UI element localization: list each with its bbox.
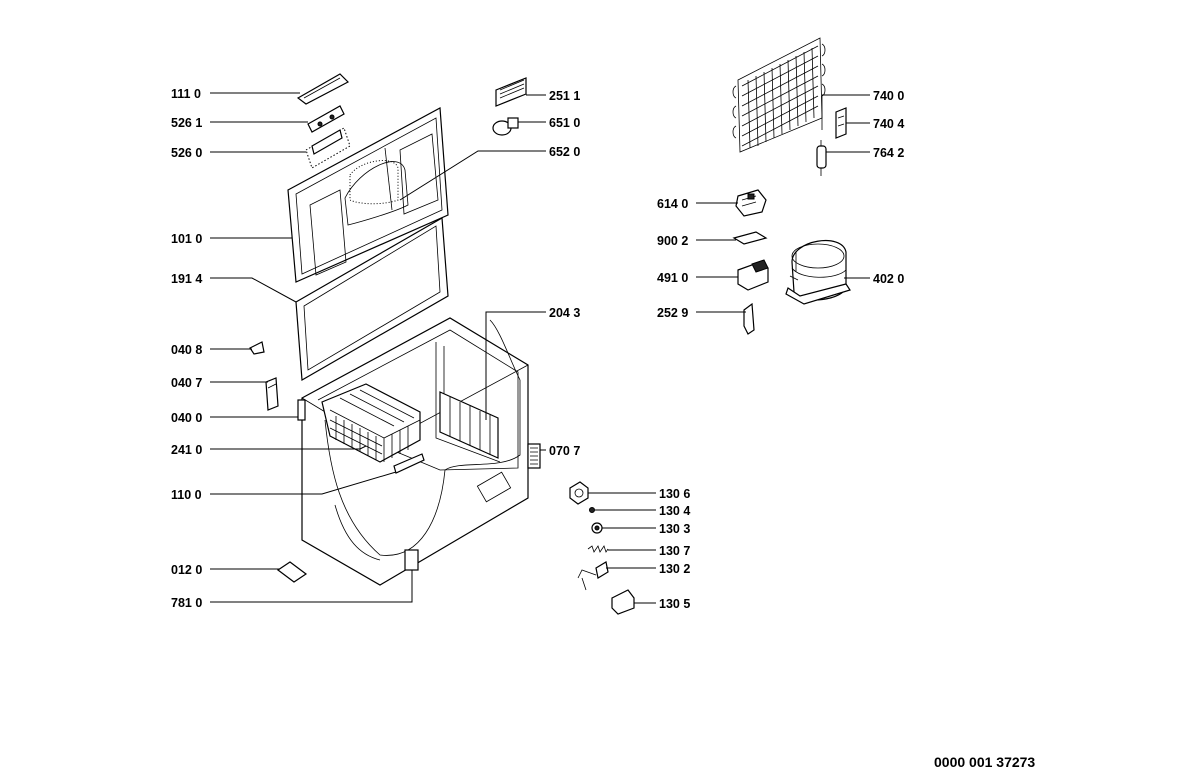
callout-252-9: 252 9	[657, 306, 688, 320]
coil-clip-740-4	[835, 107, 847, 139]
callout-111-0: 111 0	[171, 87, 201, 101]
bracket-040-8	[249, 341, 265, 355]
callout-012-0: 012 0	[171, 563, 202, 577]
callout-130-2: 130 2	[659, 562, 690, 576]
callout-241-0: 241 0	[171, 443, 202, 457]
callout-740-4: 740 4	[873, 117, 904, 131]
callout-130-6: 130 6	[659, 487, 690, 501]
relay-cover-491-0	[737, 259, 769, 291]
spring-130-7	[587, 545, 609, 553]
mounting-clip-900-2	[732, 231, 768, 245]
lid-handle-111-0	[296, 73, 350, 105]
callout-491-0: 491 0	[657, 271, 688, 285]
callout-130-3: 130 3	[659, 522, 690, 536]
light-cover-251-1	[495, 77, 527, 107]
basket-handle-110-0	[393, 453, 425, 474]
foot-bracket-012-0	[276, 561, 308, 583]
knob-130-6	[569, 481, 589, 505]
callout-900-2: 900 2	[657, 234, 688, 248]
vent-grill-070-7	[527, 443, 541, 469]
hinge-cover-040-7	[265, 377, 279, 411]
leader-lines	[210, 92, 870, 604]
hinge-040-0	[297, 399, 306, 421]
thermostat-130-2	[577, 561, 609, 591]
condenser-panel-204-3	[439, 391, 499, 459]
callout-101-0: 101 0	[171, 232, 202, 246]
callout-110-0: 110 0	[171, 488, 202, 502]
lamp-651-0	[492, 117, 519, 136]
condenser-coil-740-0	[732, 37, 826, 153]
housing-130-5	[611, 589, 635, 615]
callout-204-3: 204 3	[549, 306, 580, 320]
knob-130-6-center	[574, 488, 584, 498]
callout-651-0: 651 0	[549, 116, 580, 130]
callout-130-4: 130 4	[659, 504, 690, 518]
callout-740-0: 740 0	[873, 89, 904, 103]
callout-764-2: 764 2	[873, 146, 904, 160]
callout-614-0: 614 0	[657, 197, 688, 211]
callout-130-7: 130 7	[659, 544, 690, 558]
callout-526-0: 526 0	[171, 146, 202, 160]
bracket-252-9	[743, 302, 755, 335]
screw-130-4	[589, 507, 595, 513]
callout-781-0: 781 0	[171, 596, 202, 610]
callout-526-1: 526 1	[171, 116, 202, 130]
compressor-402-0	[785, 239, 851, 305]
callout-130-5: 130 5	[659, 597, 690, 611]
callout-402-0: 402 0	[873, 272, 904, 286]
document-id: 0000 001 37273	[934, 754, 1036, 770]
lock-plate-781-0	[404, 549, 419, 571]
callout-251-1: 251 1	[549, 89, 580, 103]
thermostat-housing-526-0	[305, 127, 351, 169]
wire-basket-241-0	[321, 383, 421, 463]
thermostat-cover-526-1	[307, 105, 345, 133]
freezer-lid-101-0	[287, 107, 449, 283]
callout-070-7: 070 7	[549, 444, 580, 458]
callout-040-7: 040 7	[171, 376, 202, 390]
callout-labels: 111 0 526 1 526 0 101 0 191 4 040 8 040 …	[171, 87, 904, 611]
callout-191-4: 191 4	[171, 272, 202, 286]
filter-drier-764-2	[816, 140, 827, 176]
callout-040-8: 040 8	[171, 343, 202, 357]
callout-040-0: 040 0	[171, 411, 202, 425]
starter-relay-614-0	[735, 189, 767, 217]
callout-652-0: 652 0	[549, 145, 580, 159]
freezer-cabinet	[297, 317, 541, 586]
lid-gasket-191-4	[295, 217, 449, 381]
